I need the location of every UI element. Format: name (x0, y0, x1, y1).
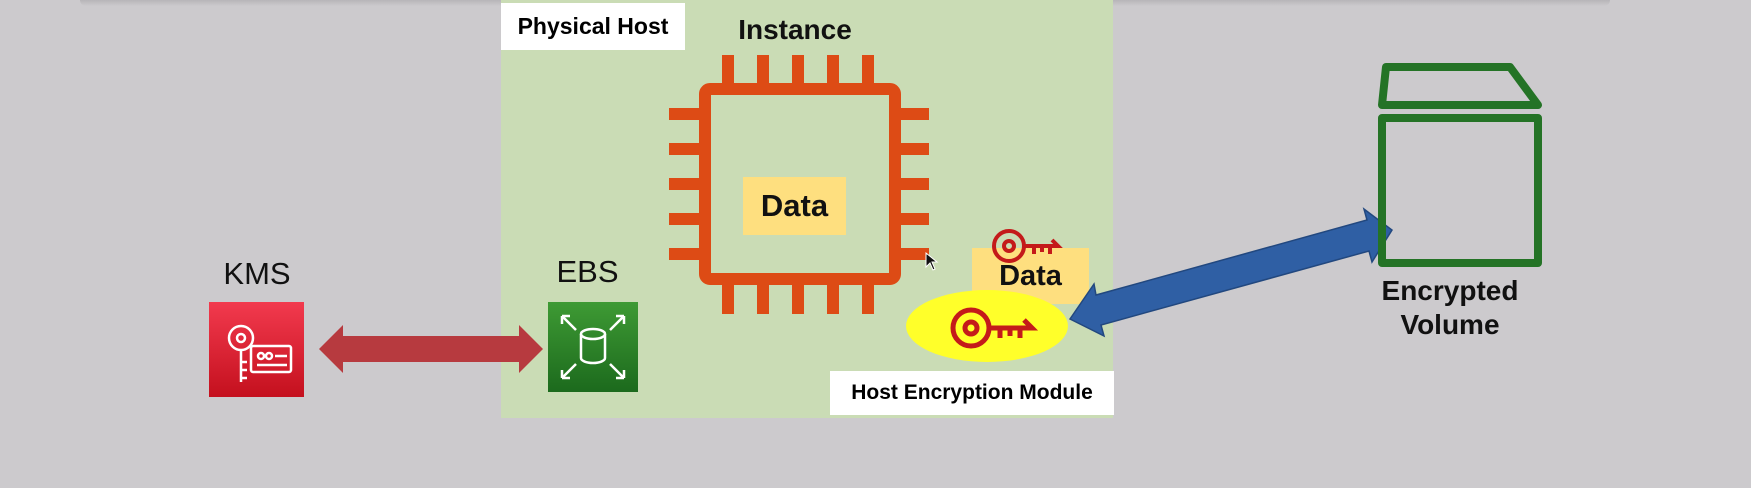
ebs-volume-icon (548, 302, 638, 392)
kms-label: KMS (223, 256, 291, 291)
host-encryption-module-label: Host Encryption Module (830, 371, 1114, 415)
kms-key-card-icon (209, 302, 304, 397)
encrypted-volume-label-line2: Volume (1400, 309, 1500, 340)
ebs-label: EBS (556, 254, 619, 289)
mouse-pointer-icon (925, 251, 939, 271)
physical-host-label: Physical Host (501, 3, 685, 50)
encrypted-volume-label: Encrypted Volume (1340, 274, 1560, 342)
instance-data-box: Data (743, 177, 846, 235)
instance-label: Instance (738, 14, 852, 45)
encrypted-volume-label-line1: Encrypted (1381, 275, 1519, 306)
